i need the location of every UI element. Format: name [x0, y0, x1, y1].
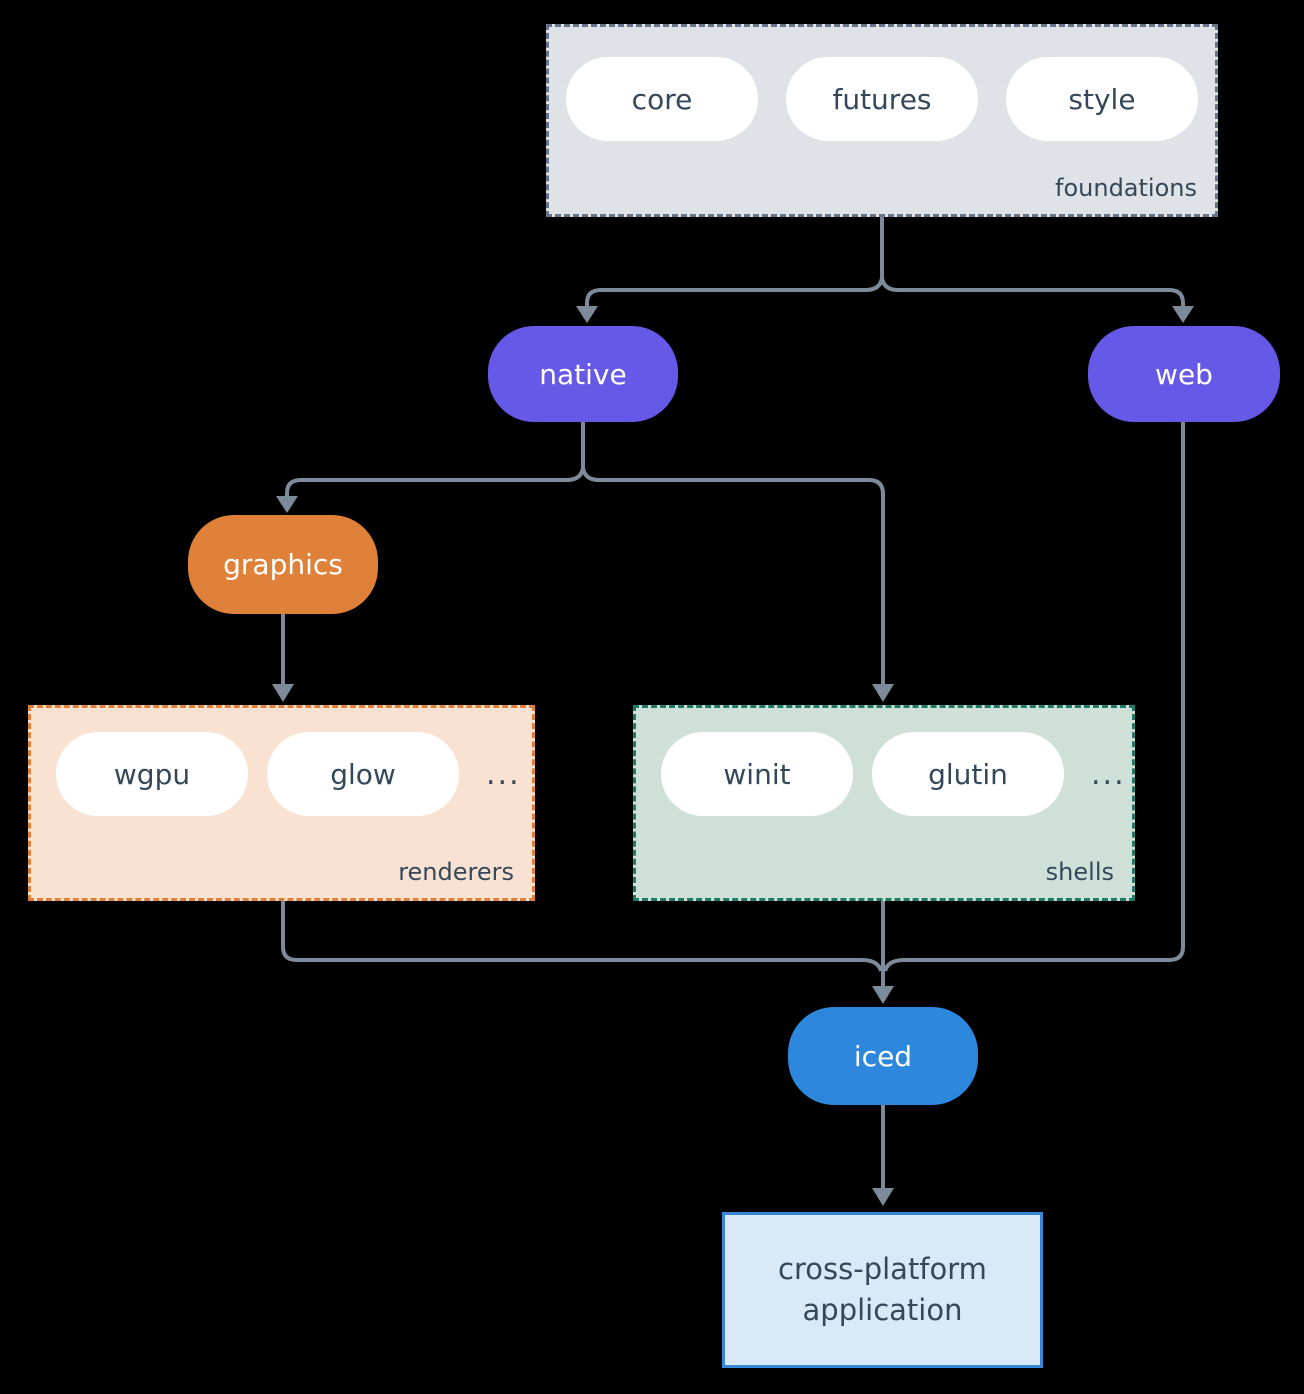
- arrowhead-graphics: [276, 496, 298, 513]
- renderers-group: wgpu glow ... renderers: [28, 705, 535, 901]
- node-glutin: glutin: [872, 732, 1064, 816]
- arrowhead-application: [872, 1188, 894, 1206]
- foundations-label: foundations: [1055, 174, 1197, 202]
- foundations-pill-row: core futures style: [549, 27, 1215, 141]
- shells-label: shells: [1045, 858, 1114, 886]
- arrowhead-native: [576, 306, 598, 323]
- shells-group: winit glutin ... shells: [633, 705, 1135, 901]
- edge-native-shells: [581, 467, 885, 684]
- edge-native-graphics: [285, 467, 585, 496]
- node-iced: iced: [788, 1007, 978, 1105]
- node-core: core: [566, 57, 758, 141]
- node-futures: futures: [786, 57, 978, 141]
- node-cross-platform-application: cross-platform application: [722, 1212, 1043, 1368]
- shells-ellipsis: ...: [1091, 756, 1126, 792]
- edge-foundations-web: [880, 277, 1185, 306]
- application-label-line2: application: [802, 1292, 963, 1327]
- node-style: style: [1006, 57, 1198, 141]
- node-web: web: [1088, 326, 1280, 422]
- arrowhead-iced: [872, 986, 894, 1004]
- edge-foundations-native: [585, 277, 884, 306]
- application-label-line1: cross-platform: [778, 1251, 987, 1286]
- shells-pill-row: winit glutin ...: [636, 708, 1132, 816]
- foundations-group: core futures style foundations: [546, 24, 1218, 217]
- edge-renderers-merge: [281, 901, 883, 972]
- renderers-label: renderers: [398, 858, 514, 886]
- renderers-ellipsis: ...: [486, 756, 521, 792]
- node-glow: glow: [267, 732, 459, 816]
- node-wgpu: wgpu: [56, 732, 248, 816]
- arrowhead-renderers: [272, 684, 294, 702]
- node-graphics: graphics: [188, 515, 378, 614]
- node-native: native: [488, 326, 678, 422]
- arrowhead-shells: [872, 684, 894, 702]
- node-winit: winit: [661, 732, 853, 816]
- arrowhead-web: [1172, 306, 1194, 323]
- renderers-pill-row: wgpu glow ...: [31, 708, 532, 816]
